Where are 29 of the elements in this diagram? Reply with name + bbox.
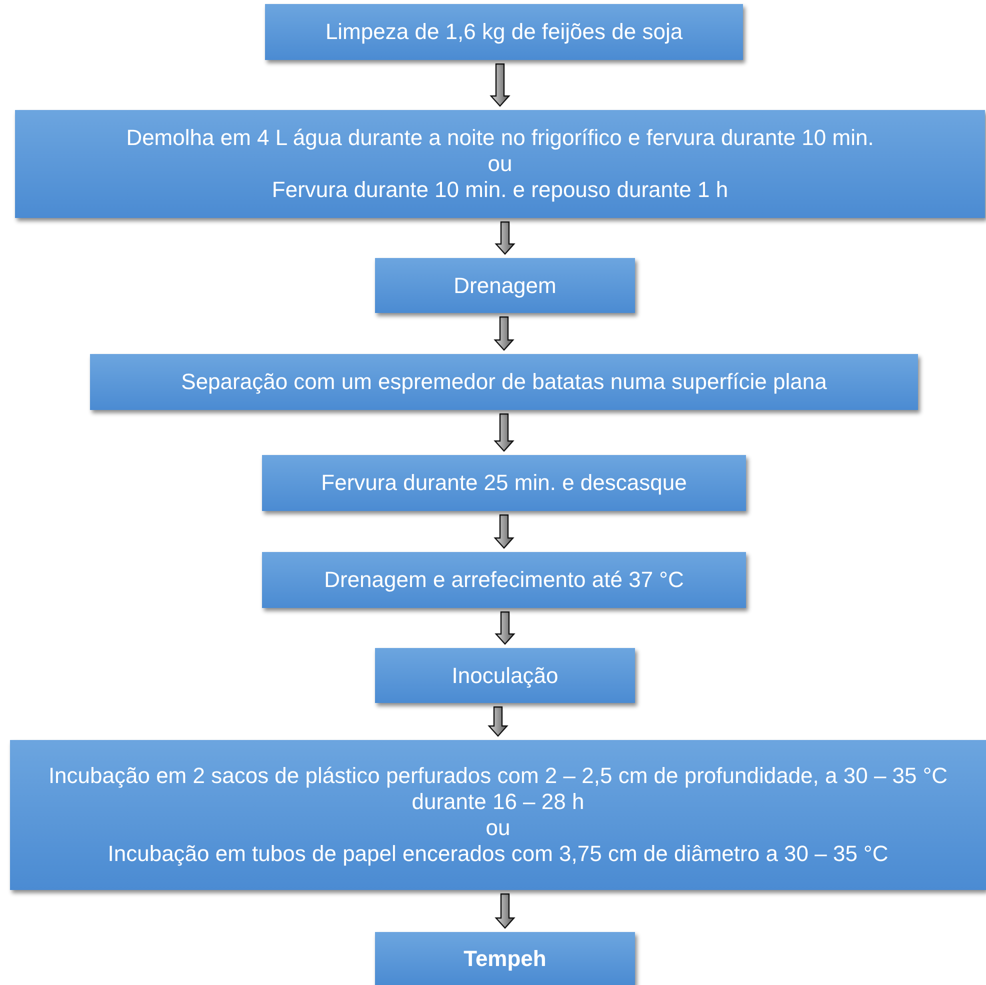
process-box	[375, 648, 635, 703]
process-box	[375, 932, 635, 985]
block-arrow	[488, 706, 508, 737]
block-arrow	[490, 63, 510, 107]
process-box	[10, 740, 986, 890]
step-text: ou	[488, 151, 512, 177]
step-text: Incubação em tubos de papel encerados com 3,75 cm de diâmetro a 30 – 35 °C	[108, 841, 888, 867]
process-box	[90, 354, 918, 410]
process-box	[15, 110, 985, 218]
block-arrow	[494, 611, 516, 645]
process-box	[262, 552, 746, 608]
block-arrow	[494, 514, 514, 549]
process-box	[375, 258, 635, 313]
block-arrow	[494, 413, 514, 452]
step-text: Drenagem e arrefecimento até 37 °C	[324, 567, 684, 593]
process-box	[262, 455, 746, 511]
block-arrow	[494, 221, 516, 255]
step-text: Drenagem	[454, 272, 556, 298]
step-text: ou	[486, 815, 510, 841]
step-text: Inoculação	[452, 662, 558, 688]
step-text: Fervura durante 25 min. e descasque	[321, 470, 687, 496]
step-text: Tempeh	[464, 946, 546, 972]
step-text: Limpeza de 1,6 kg de feijões de soja	[325, 19, 683, 45]
step-text: Separação com um espremedor de batatas numa superfície plana	[181, 369, 827, 395]
block-arrow	[494, 316, 514, 351]
process-box	[265, 4, 743, 60]
step-text: Demolha em 4 L água durante a noite no frigorífico e fervura durante 10 min.	[126, 125, 874, 151]
step-text: Fervura durante 10 min. e repouso durante 1 h	[272, 177, 728, 203]
block-arrow	[494, 893, 516, 929]
